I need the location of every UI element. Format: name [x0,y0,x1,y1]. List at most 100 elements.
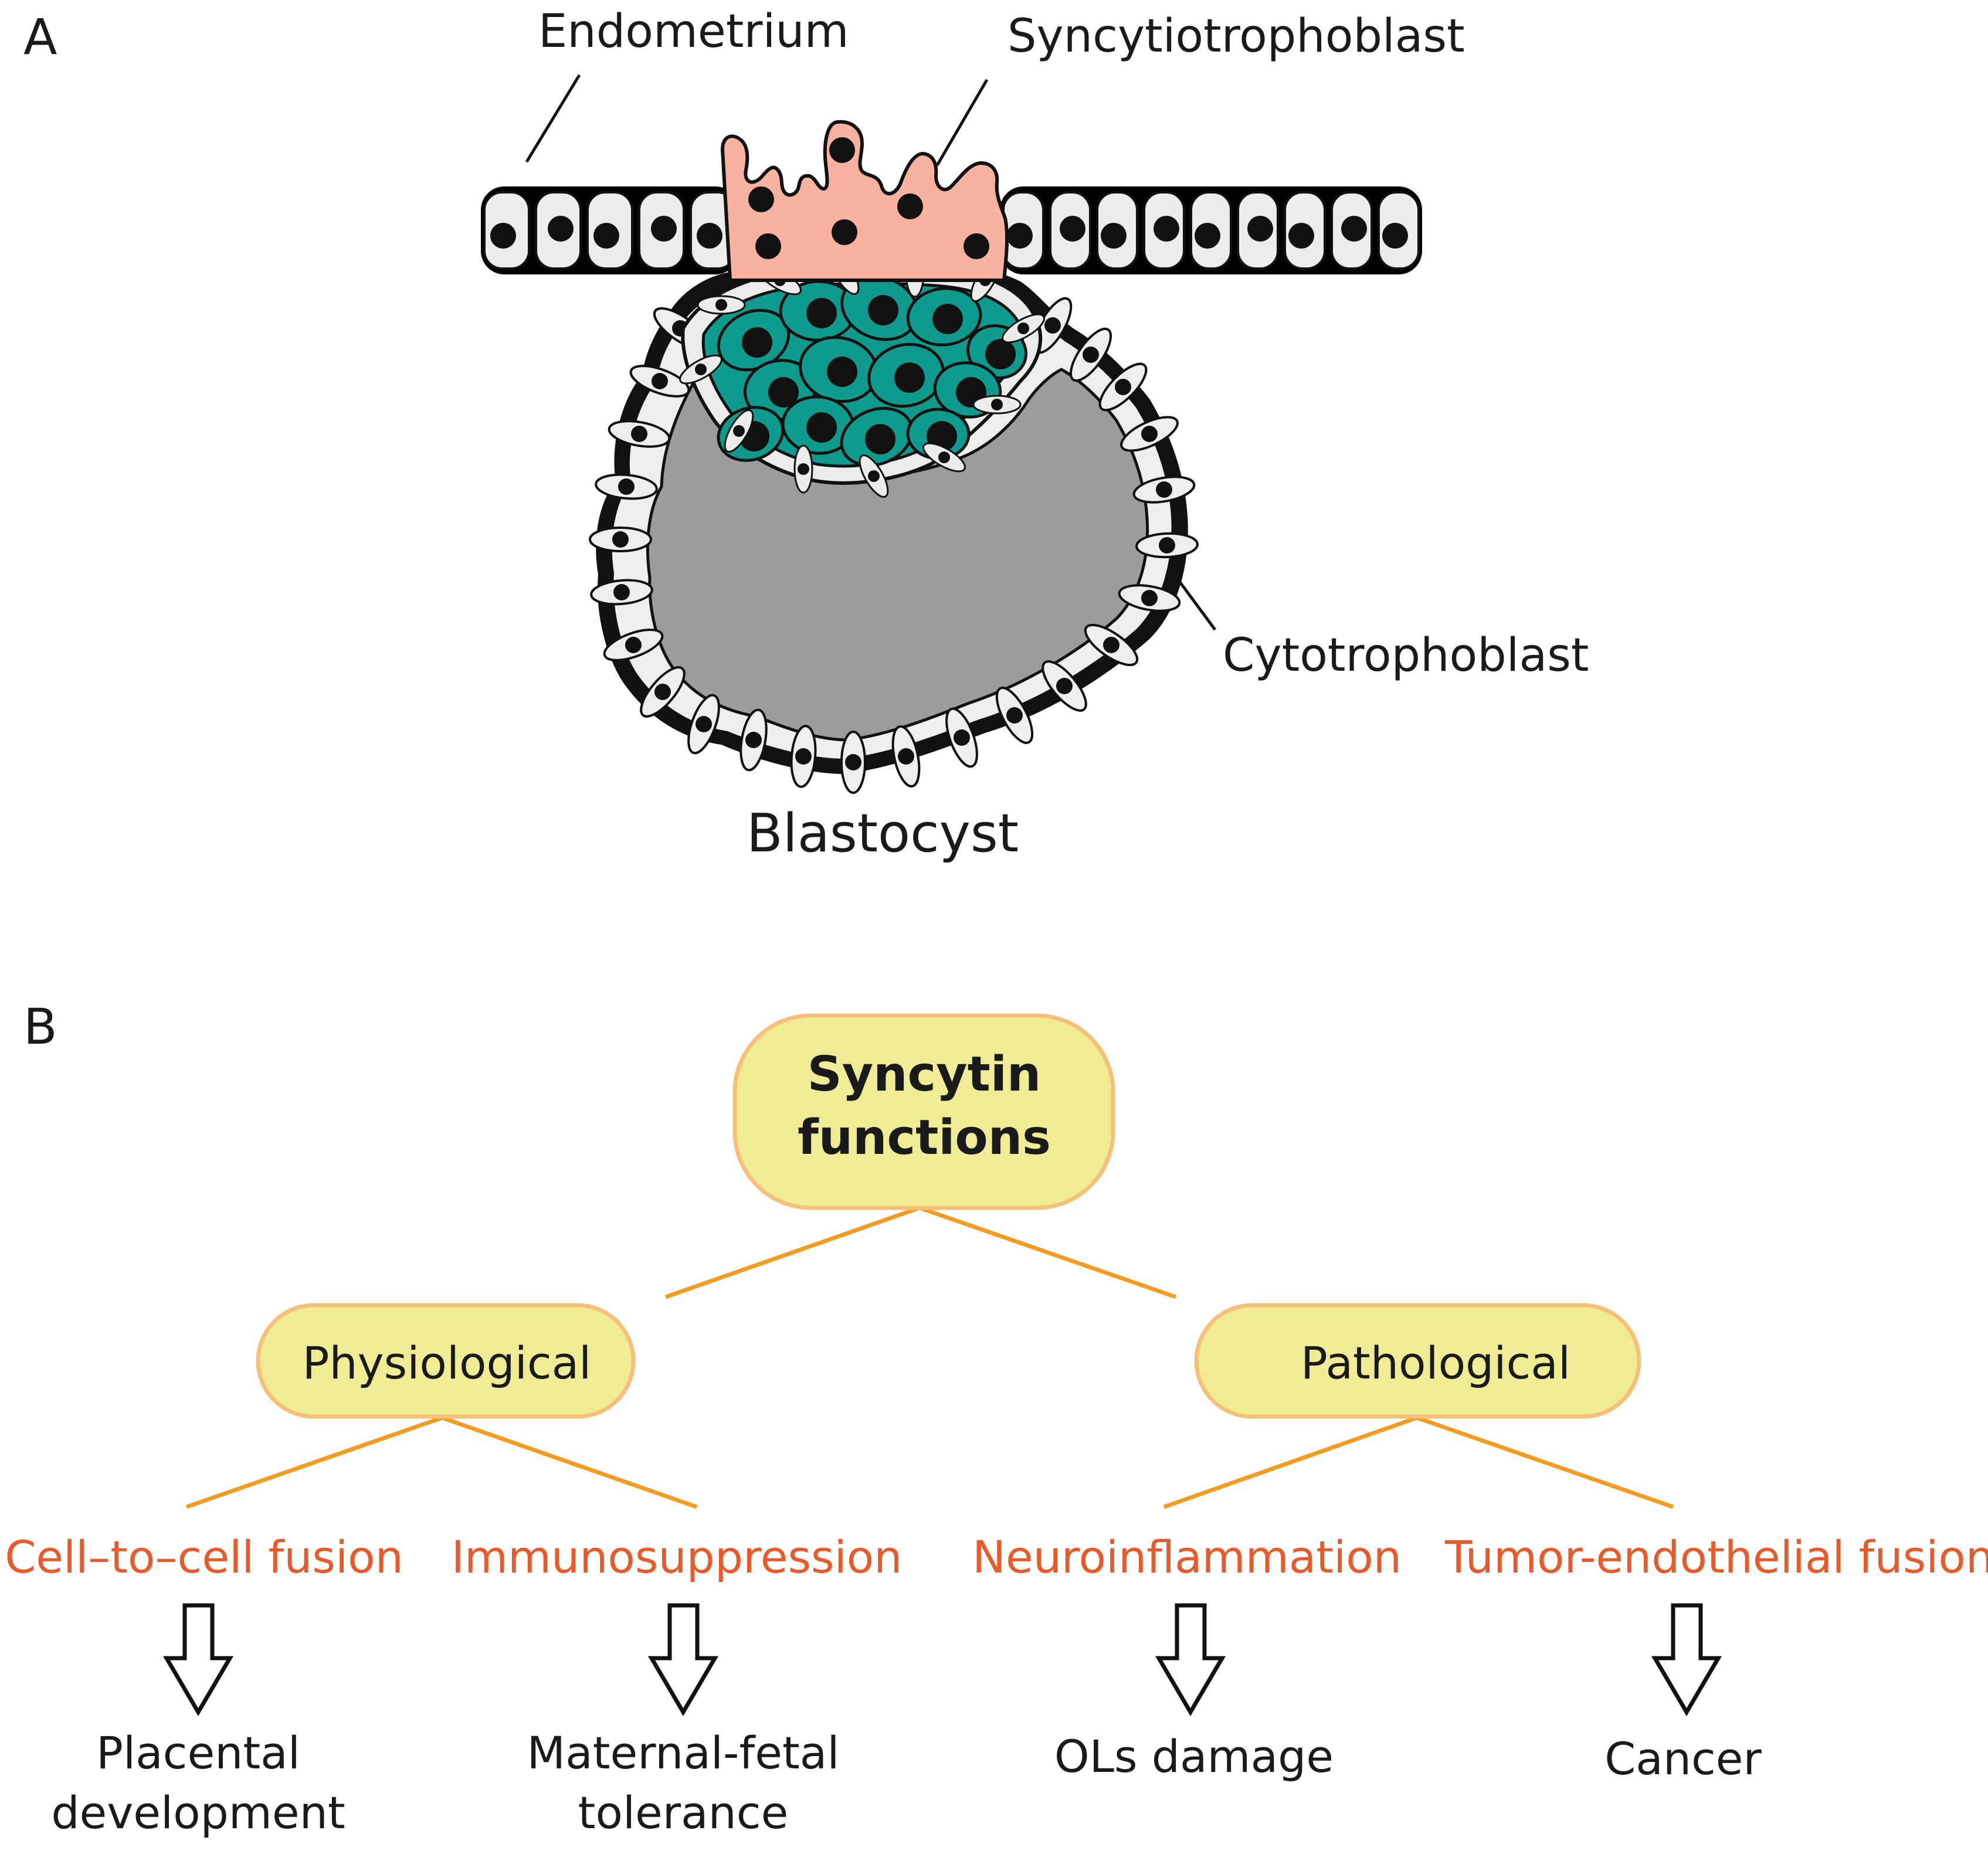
inner-mass-nucleus [868,295,898,325]
cytotrophoblast-nucleus [654,684,671,700]
cytotrophoblast-nucleus [1141,426,1158,442]
cytotrophoblast-nucleus [1141,590,1158,606]
pathological-label: Pathological [1301,1337,1570,1389]
inner-mass-border-nucleus [868,470,880,482]
cytotrophoblast-label: Cytotrophoblast [1223,629,1589,682]
inner-mass-nucleus [985,339,1016,369]
cytotrophoblast-nucleus [652,373,668,389]
syncytiotrophoblast-shape [720,120,1009,282]
endometrium-right [1000,186,1422,274]
cytotrophoblast-nucleus [795,748,812,765]
root-title-line1: Syncytin [808,1047,1042,1102]
syncytio-nucleus [755,233,781,259]
cytotrophoblast-nucleus [1159,537,1175,554]
outcome-placental-line1: Placental [96,1727,300,1779]
pathological-node: Pathological [1194,1303,1641,1419]
endometrium-leader-line [525,74,581,163]
inner-mass-border-nucleus [695,364,707,375]
cytotrophoblast-nucleus [1056,678,1073,694]
inner-mass-nucleus [768,377,799,408]
cytotrophoblast-nucleus [1083,347,1099,363]
mechanism-cell-fusion: Cell–to–cell fusion [5,1531,403,1583]
outcome-ols-damage: OLs damage [1054,1730,1334,1782]
syncytio-nucleus [964,233,989,259]
endometrium-left [481,186,739,274]
cytotrophoblast-nucleus [1006,707,1023,724]
root-box [732,1013,1115,1210]
syncytio-nucleus [748,186,774,212]
syncytio-nucleus [832,219,857,245]
endometrium-left-nucleus [593,223,619,249]
inner-mass-nucleus [932,304,963,334]
arrow-neuro [1155,1603,1226,1716]
cytotrophoblast-leader-line [1177,579,1217,631]
cytotrophoblast-nucleus [1115,379,1131,395]
inner-mass-nucleus [827,356,857,387]
connector-root-pathological [918,1206,1177,1299]
outcome-tolerance-line1: Maternal-fetal [527,1727,840,1779]
endometrium-right-nucleus [1288,223,1314,249]
physiological-node: Physiological [256,1303,636,1419]
endometrium-right-nucleus [1341,216,1367,242]
root-node: Syncytin functions [732,1013,1115,1210]
endometrium-right-nucleus [1007,223,1033,249]
panel-a-label: A [23,8,57,66]
arrow-tumor [1651,1603,1722,1716]
cytotrophoblast-nucleus [1156,481,1172,498]
pathological-box [1194,1303,1641,1419]
inner-mass-border-nucleus [991,399,1003,410]
cytotrophoblast-nucleus [631,426,647,442]
cytotrophoblast-nucleus [613,584,630,600]
inner-mass-border-nucleus [798,463,809,475]
endometrium-label: Endometrium [538,5,849,58]
syncytiotrophoblast-label: Syncytiotrophoblast [1007,10,1465,63]
endometrium-right-nucleus [1154,216,1179,242]
cytotrophoblast-nucleus [618,478,635,495]
connector-physiological-fusion [185,1415,443,1509]
arrow-immuno [647,1603,719,1716]
inner-mass-border-nucleus [715,299,727,311]
cytotrophoblast-nucleus [845,754,861,770]
inner-mass-nucleus [806,412,837,443]
outcome-tolerance-line2: tolerance [578,1787,789,1839]
cytotrophoblast-nucleus [898,748,914,765]
inner-mass-nucleus [894,362,925,393]
connector-physiological-immuno [441,1415,698,1509]
outcome-cancer: Cancer [1604,1733,1762,1785]
cytotrophoblast-nucleus [745,732,762,748]
inner-mass-nucleus [742,327,772,358]
physiological-label: Physiological [303,1337,592,1389]
syncytio-nucleus [829,137,855,163]
syncytio-nucleus [897,193,923,219]
mechanism-neuroinflammation: Neuroinflammation [972,1531,1402,1583]
inner-cell-mass-cells [679,249,1045,498]
syncytiotrophoblast-leader-line [935,79,989,167]
outcome-placental-line2: development [51,1787,345,1839]
inner-mass-border-nucleus [733,425,745,437]
cytotrophoblast-nucleus [1044,317,1061,334]
connector-root-physiological [664,1206,921,1299]
blastocyst-label: Blastocyst [747,803,1019,864]
root-title-line2: functions [798,1110,1051,1166]
cytotrophoblast-nucleus [625,637,642,653]
inner-cell-mass [679,249,1045,498]
syncytiotrophoblast [720,120,1009,282]
endometrium-right-nucleus [1382,223,1408,249]
endometrium-left-nucleus [490,223,516,249]
endometrium-left-nucleus [651,216,677,242]
endometrium-right-nucleus [1060,216,1085,242]
connector-pathological-neuro [1163,1415,1418,1509]
mechanism-immunosuppression: Immunosuppression [452,1531,903,1583]
cytotrophoblast-nucleus [696,716,712,732]
cytotrophoblast-nucleus [612,531,629,548]
inner-mass-nucleus [865,424,895,454]
cytotrophoblast-nucleus [954,729,970,746]
endometrium-right-nucleus [1247,216,1273,242]
endometrium-left-nucleus [548,216,574,242]
tree-connectors [185,1206,1674,1509]
cytotrophoblast-cells [589,297,1199,794]
arrow-fusion [162,1603,234,1716]
endometrium-left-nucleus [697,223,722,249]
panel-b-label: B [23,998,57,1055]
